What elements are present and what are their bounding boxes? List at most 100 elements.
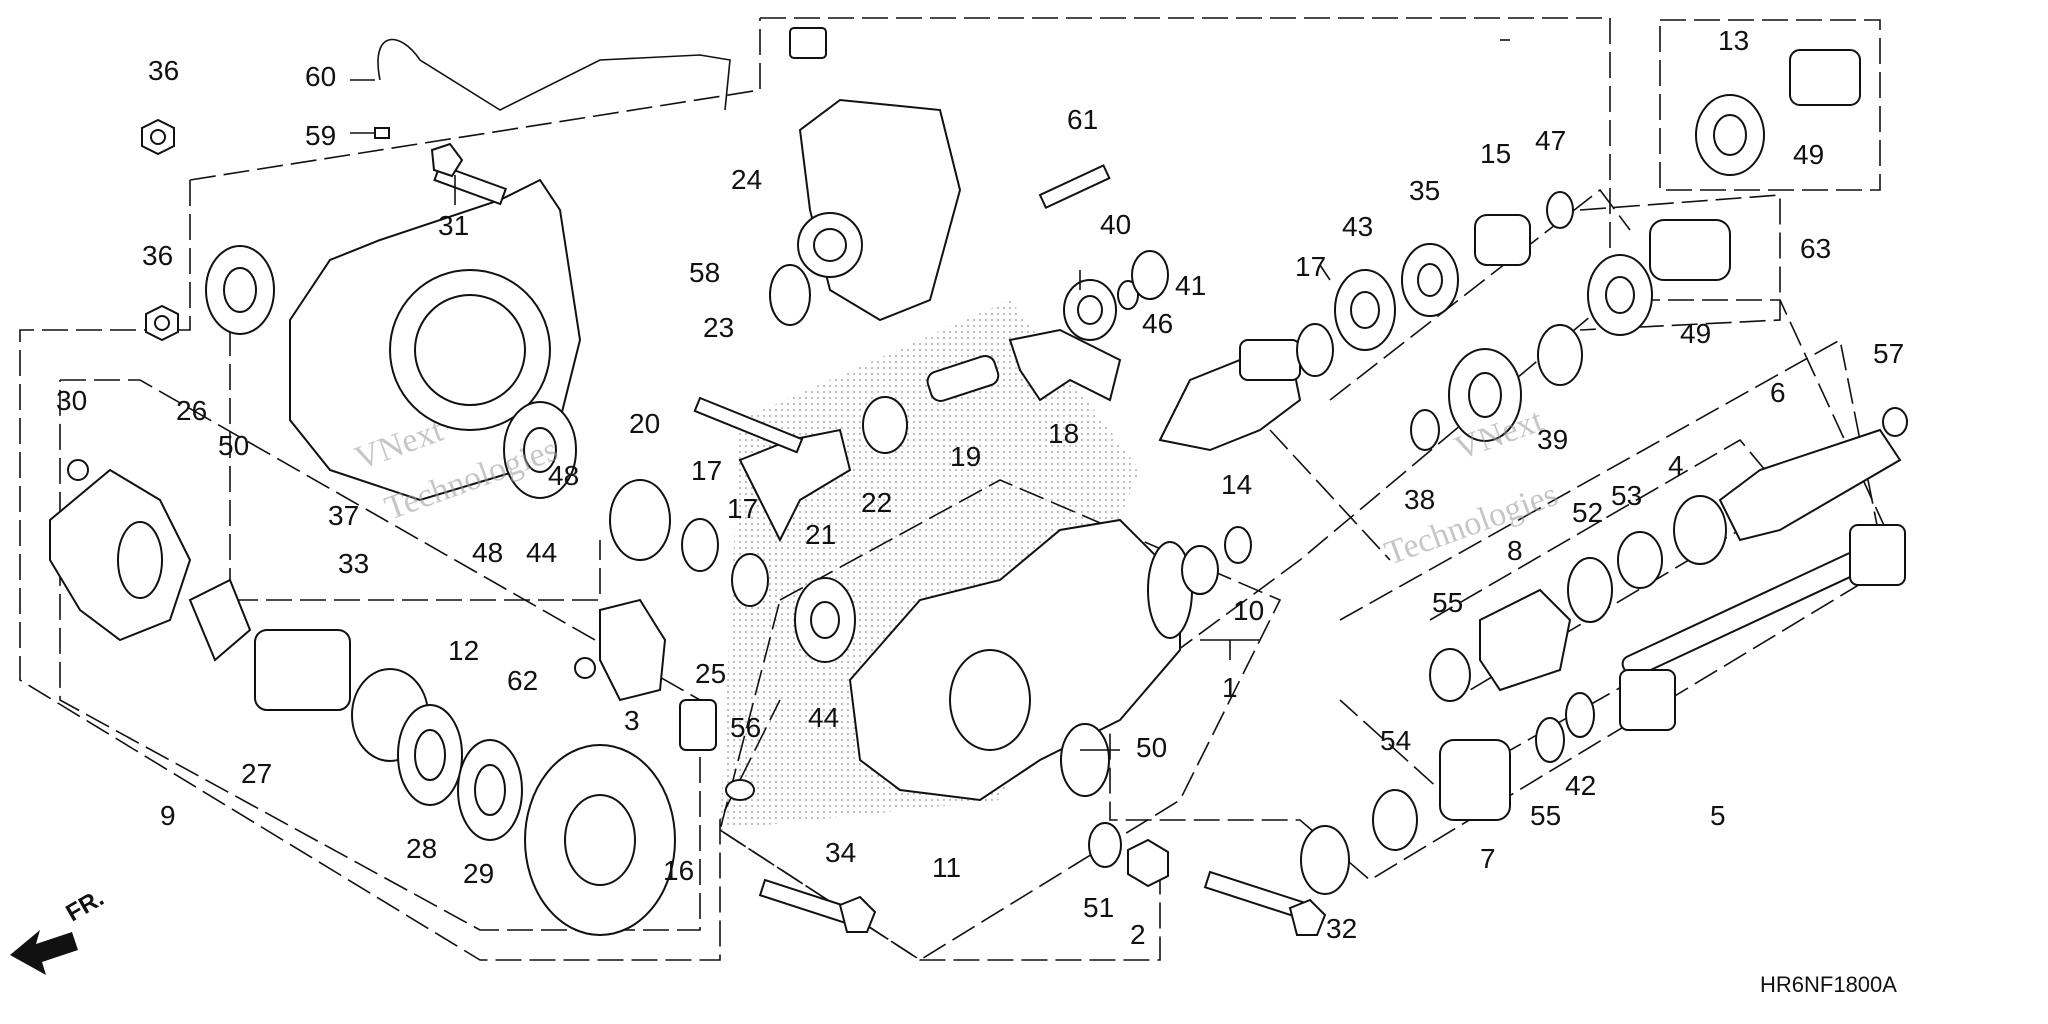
callout: 33 — [338, 548, 369, 579]
callout: 62 — [507, 665, 538, 696]
bearing-50-right — [1060, 723, 1110, 797]
callout: 2 — [1130, 919, 1146, 950]
output-shaft-13 — [1789, 49, 1861, 106]
callout: 30 — [56, 385, 87, 416]
side-gear — [188, 578, 252, 662]
ring-52a — [1567, 557, 1613, 623]
o-ring-57 — [1882, 407, 1908, 437]
plug-2 — [1127, 838, 1169, 888]
parts — [10, 27, 1908, 975]
seal-1 — [1224, 526, 1252, 564]
callout: 31 — [438, 210, 469, 241]
sensor-3 — [679, 699, 717, 751]
callout: 20 — [629, 408, 660, 439]
callout: 32 — [1326, 913, 1357, 944]
callout: 47 — [1535, 125, 1566, 156]
callout: 55 — [1530, 800, 1561, 831]
bracket-25 — [599, 598, 667, 702]
breather-tube — [377, 38, 731, 111]
callout: 57 — [1873, 338, 1904, 369]
callout: 58 — [689, 257, 720, 288]
callout: 48 — [472, 537, 503, 568]
flange-63 — [1649, 219, 1731, 281]
bolt-30 — [67, 459, 89, 481]
tube-clamp — [374, 127, 390, 139]
callout: 21 — [805, 519, 836, 550]
callout: 17 — [1295, 251, 1326, 282]
leader-lines — [350, 39, 1510, 751]
callout: 60 — [305, 61, 336, 92]
shaft-19 — [926, 354, 1000, 402]
callout: 13 — [1718, 25, 1749, 56]
seal-10 — [1181, 545, 1219, 595]
callout: 53 — [1611, 480, 1642, 511]
callout: 24 — [731, 164, 762, 195]
gear-end — [1849, 524, 1906, 586]
pin-23 — [693, 396, 804, 454]
circlip-39 — [1537, 324, 1583, 386]
callout: 8 — [1507, 535, 1523, 566]
callout: 38 — [1404, 484, 1435, 515]
bolt-61 — [1038, 164, 1111, 210]
clutch-rollers — [254, 629, 351, 711]
callout: 48 — [548, 460, 579, 491]
callout: 23 — [703, 312, 734, 343]
callout: 19 — [950, 441, 981, 472]
ring-52b — [1300, 825, 1350, 895]
seal-54 — [1372, 789, 1418, 851]
callout: 41 — [1175, 270, 1206, 301]
bearing-15 — [1474, 214, 1531, 266]
callout: 51 — [1083, 892, 1114, 923]
callout: 28 — [406, 833, 437, 864]
callout: 25 — [695, 658, 726, 689]
actuator-24 — [798, 98, 962, 322]
callout: 22 — [861, 487, 892, 518]
collar-22 — [862, 396, 908, 454]
drawing-code: HR6NF1800A — [1760, 972, 1897, 997]
fork-18 — [1008, 328, 1122, 402]
callout: 63 — [1800, 233, 1831, 264]
circlip-38 — [1410, 409, 1440, 451]
callout: 46 — [1142, 308, 1173, 339]
bolt-34 — [758, 878, 852, 925]
o-ring-56 — [725, 779, 755, 801]
callout: 49 — [1680, 318, 1711, 349]
ring-53 — [1617, 531, 1663, 589]
callout: 50 — [1136, 732, 1167, 763]
callout: 26 — [176, 395, 207, 426]
callout: 9 — [160, 800, 176, 831]
callout: 1 — [1222, 672, 1238, 703]
callout: 27 — [241, 758, 272, 789]
callout: 6 — [1770, 377, 1786, 408]
spring-4 — [1673, 495, 1727, 565]
ring-40 — [1117, 280, 1139, 310]
callout: 43 — [1342, 211, 1373, 242]
callout: 56 — [730, 712, 761, 743]
front-arrow — [10, 930, 78, 975]
boot-6 — [1718, 428, 1902, 542]
callout: 36 — [148, 55, 179, 86]
callout: 5 — [1710, 800, 1726, 831]
callout: 36 — [142, 240, 173, 271]
callout: 16 — [663, 855, 694, 886]
callout-labels: 36 60 59 31 36 30 26 50 48 37 33 48 44 1… — [56, 25, 1904, 950]
callout: 50 — [218, 430, 249, 461]
callout: 3 — [624, 705, 640, 736]
callout: 34 — [825, 837, 856, 868]
spline-gear — [1619, 669, 1676, 731]
bolt-62 — [574, 657, 596, 679]
callout: 14 — [1221, 469, 1252, 500]
o-ring-58 — [769, 264, 811, 326]
callout: 17 — [727, 493, 758, 524]
collar-47 — [1546, 191, 1574, 229]
callout: 4 — [1668, 450, 1684, 481]
ring-55a — [1429, 648, 1471, 702]
callout: 10 — [1233, 595, 1264, 626]
callout: 59 — [305, 120, 336, 151]
callout: 17 — [691, 455, 722, 486]
front-arrow-label: FR. — [62, 884, 109, 927]
boot-8 — [1479, 588, 1572, 692]
callout: 49 — [1793, 139, 1824, 170]
cv-joint-7 — [1439, 739, 1511, 821]
